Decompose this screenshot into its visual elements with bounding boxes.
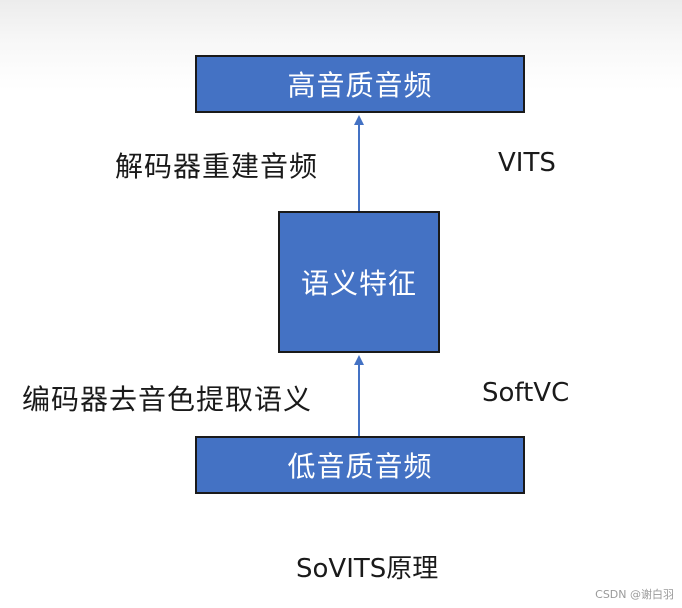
vits-label: VITS — [498, 148, 556, 178]
high-quality-audio-box: 高音质音频 — [195, 55, 525, 113]
watermark-text: CSDN @谢白羽 — [595, 588, 674, 601]
decoder-label: 解码器重建音频 — [115, 150, 319, 183]
low-quality-audio-box: 低音质音频 — [195, 436, 525, 494]
high-quality-audio-label: 高音质音频 — [287, 69, 433, 102]
low-quality-audio-label: 低音质音频 — [287, 450, 433, 483]
encoder-label: 编码器去音色提取语义 — [22, 383, 313, 416]
semantic-features-box: 语义特征 — [278, 211, 440, 353]
diagram-caption: SoVITS原理 — [296, 554, 439, 584]
semantic-features-label: 语义特征 — [300, 267, 417, 300]
softvc-label: SoftVC — [482, 378, 570, 408]
